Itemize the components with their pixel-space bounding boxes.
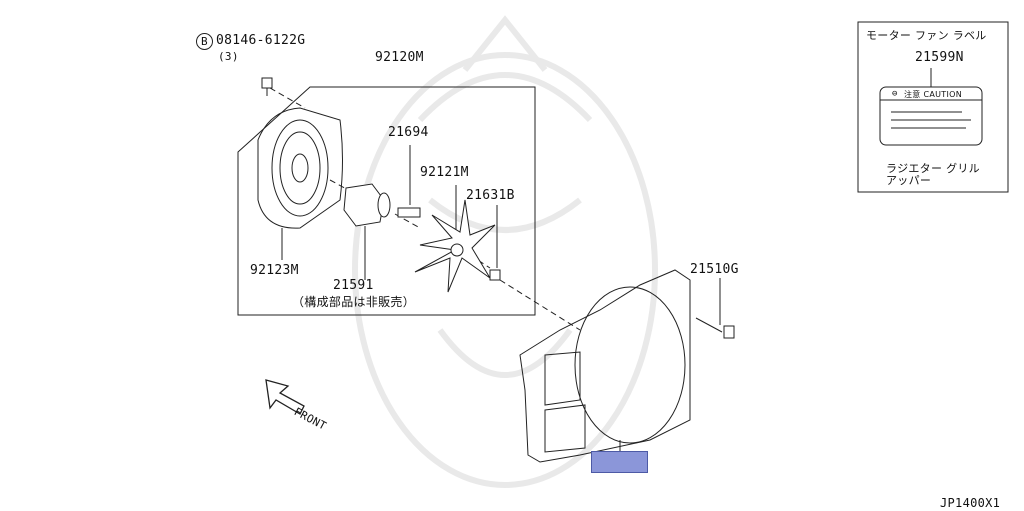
watermark-emblem bbox=[352, 15, 658, 488]
fan-blade-92121m bbox=[414, 185, 496, 293]
caution-icon: ⊖ bbox=[892, 89, 898, 99]
label-note-line2: アッパー bbox=[886, 174, 932, 187]
fan-shroud-92123m bbox=[257, 107, 343, 260]
part-label-92123m[interactable]: 92123M bbox=[250, 263, 299, 278]
bolt-08146 bbox=[261, 77, 273, 96]
label-note-line1: ラジエター グリル bbox=[886, 162, 980, 175]
not-sold-note: （構成部品は非販売） bbox=[292, 295, 416, 309]
part-label-21599n[interactable]: 21599N bbox=[915, 50, 964, 65]
part-label-92121m[interactable]: 92121M bbox=[420, 165, 469, 180]
bolt-21510g bbox=[695, 278, 735, 339]
part-label-21631b[interactable]: 21631B bbox=[466, 188, 515, 203]
part-label-21694[interactable]: 21694 bbox=[388, 125, 429, 140]
nut-21631b bbox=[489, 205, 501, 281]
bolt-circle: B bbox=[196, 33, 213, 50]
bolt-21694 bbox=[397, 145, 421, 218]
part-label-bolt[interactable]: 08146-6122G bbox=[216, 33, 306, 48]
label-box bbox=[857, 21, 1009, 193]
part-label-21510g[interactable]: 21510G bbox=[690, 262, 739, 277]
part-label-21591[interactable]: 21591 bbox=[333, 278, 374, 293]
caution-text: 注意 CAUTION bbox=[904, 90, 962, 99]
radiator-shroud-21510g bbox=[519, 269, 691, 463]
diagram-id: JP1400X1 bbox=[940, 496, 1001, 510]
assembly-outline bbox=[237, 86, 536, 316]
label-box-title: モーター ファン ラベル bbox=[866, 29, 987, 42]
part-hotspot[interactable] bbox=[591, 451, 648, 473]
front-arrow-icon bbox=[265, 379, 305, 415]
part-label-92120m[interactable]: 92120M bbox=[375, 50, 424, 65]
part-label-bolt-qty: (3) bbox=[218, 50, 239, 63]
motor-21591 bbox=[343, 183, 391, 280]
